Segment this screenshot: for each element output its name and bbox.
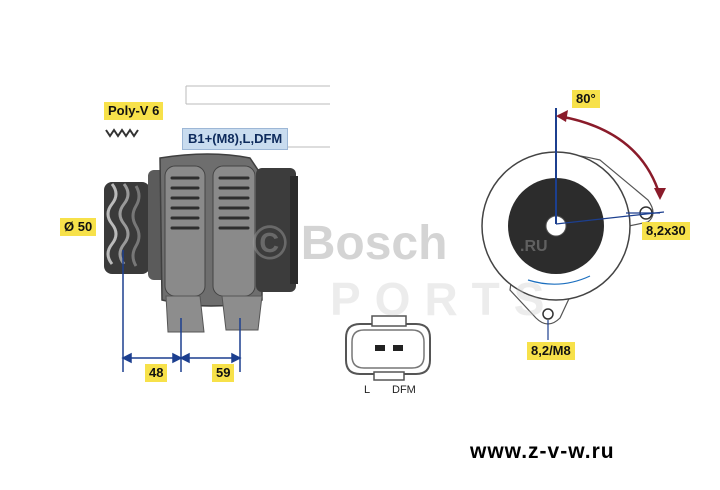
angle-annotation <box>555 108 666 225</box>
dimension-48-label: 48 <box>145 364 168 382</box>
dimension-59-label: 59 <box>212 364 235 382</box>
watermark-brand: © Bosch <box>252 217 448 270</box>
belt-profile-icon <box>105 128 139 138</box>
mount-size-label: 8,2/M8 <box>527 342 575 360</box>
poly-v-label: Poly-V 6 <box>104 102 164 120</box>
alternator-front-view <box>481 151 654 325</box>
footer-url: www.z-v-w.ru <box>470 440 615 463</box>
pointer-lines <box>547 212 660 340</box>
watermark-ports: PORTS <box>330 273 559 325</box>
diameter-label: Ø 50 <box>60 218 97 236</box>
pin-dfm-label: DFM <box>392 384 416 396</box>
pin-l-label: L <box>364 384 371 396</box>
bolt-size-label: 8,2x30 <box>642 222 690 240</box>
dimension-lines <box>121 250 242 372</box>
watermark-domain: .RU <box>520 238 548 255</box>
alternator-side-view <box>148 153 298 333</box>
angle-label: 80° <box>572 90 600 108</box>
pulley <box>104 182 150 274</box>
terminals-label: B1+(M8),L,DFM <box>182 128 289 150</box>
connector-plug <box>345 315 431 381</box>
